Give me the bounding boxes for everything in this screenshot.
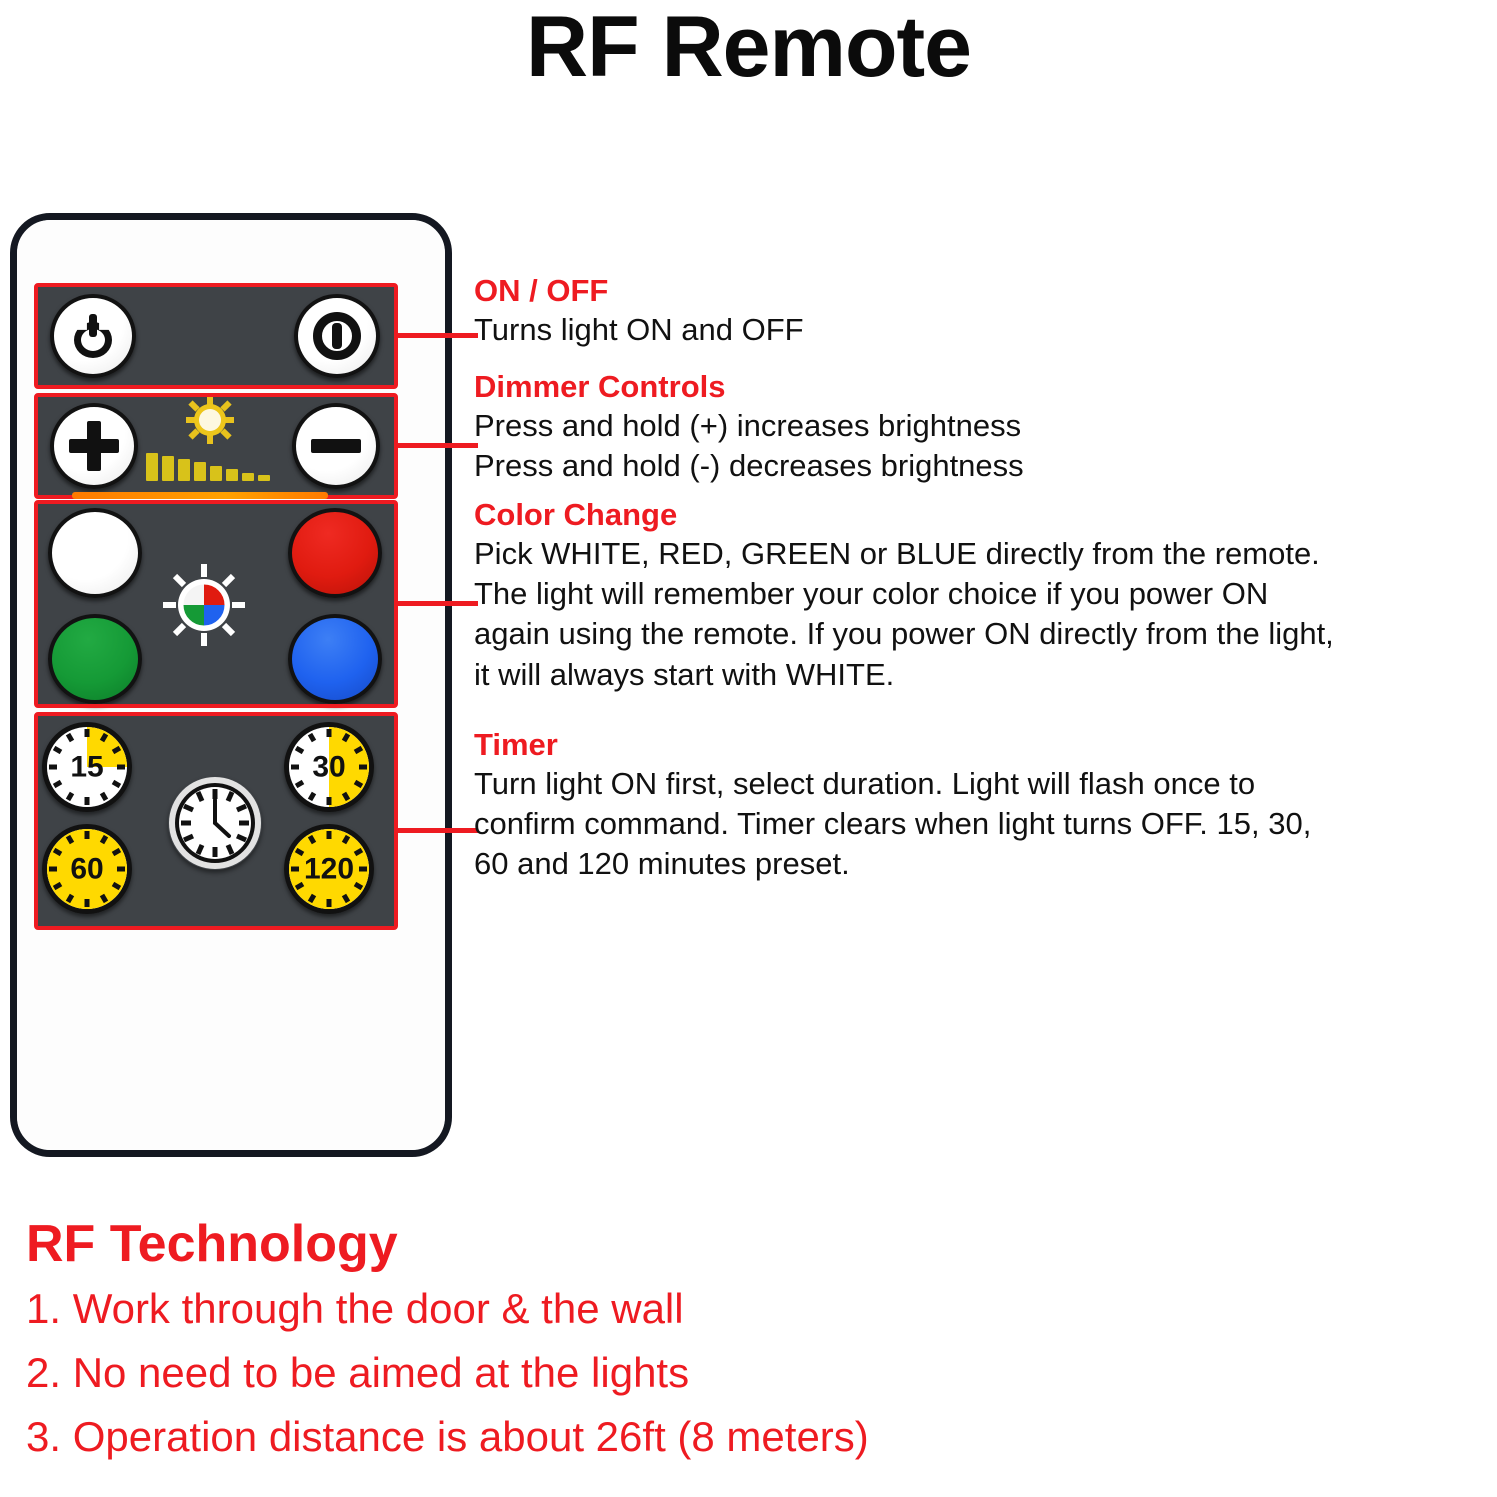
color-red-button[interactable] <box>288 508 382 598</box>
leader-line-timer <box>398 828 478 833</box>
leader-line-onoff <box>398 333 478 338</box>
brightness-bar <box>162 456 174 481</box>
annotation-heading: Timer <box>474 727 558 762</box>
rf-technology-list: 1. Work through the door & the wall 2. N… <box>26 1277 1226 1468</box>
svg-text:60: 60 <box>70 853 103 886</box>
dimmer-plus-button[interactable] <box>50 403 138 489</box>
annotation-onoff: ON / OFF Turns light ON and OFF <box>474 272 1194 350</box>
color-wheel-icon <box>163 564 245 646</box>
annotation-color: Color Change Pick WHITE, RED, GREEN or B… <box>474 496 1494 695</box>
annotation-heading: Color Change <box>474 497 678 532</box>
annotation-line: confirm command. Timer clears when light… <box>474 806 1312 842</box>
svg-text:15: 15 <box>70 751 103 784</box>
rf-technology-block: RF Technology 1. Work through the door &… <box>26 1212 1226 1468</box>
annotation-line: it will always start with WHITE. <box>474 656 895 692</box>
dimmer-minus-button[interactable] <box>292 403 380 489</box>
leader-line-color <box>398 601 478 606</box>
annotation-dimmer: Dimmer Controls Press and hold (+) incre… <box>474 368 1234 486</box>
timer-30-button[interactable]: 30 <box>284 722 374 812</box>
plus-icon <box>69 421 119 471</box>
svg-text:120: 120 <box>304 853 354 886</box>
power-off-icon <box>313 312 361 360</box>
power-on-button[interactable] <box>50 294 136 378</box>
color-white-button[interactable] <box>48 508 142 598</box>
rf-technology-heading: RF Technology <box>26 1215 398 1273</box>
power-off-button[interactable] <box>294 294 380 378</box>
annotation-heading: Dimmer Controls <box>474 369 726 404</box>
brightness-bar <box>178 459 190 481</box>
annotation-line: Pick WHITE, RED, GREEN or BLUE directly … <box>474 535 1320 571</box>
annotation-heading: ON / OFF <box>474 273 609 308</box>
annotation-line: Press and hold (+) increases brightness <box>474 407 1022 443</box>
page-title: RF Remote <box>526 0 972 95</box>
annotation-line: Turn light ON first, select duration. Li… <box>474 765 1256 801</box>
list-item: 3. Operation distance is about 26ft (8 m… <box>26 1412 869 1460</box>
brightness-bar <box>226 469 238 481</box>
annotation-line: Press and hold (-) decreases brightness <box>474 448 1024 484</box>
leader-line-dimmer <box>398 443 478 448</box>
brightness-bargraph <box>146 449 281 481</box>
brightness-bar <box>210 466 222 481</box>
annotation-line: The light will remember your color choic… <box>474 576 1269 612</box>
minus-icon <box>311 439 361 453</box>
brightness-bar <box>242 473 254 481</box>
annotation-line: again using the remote. If you power ON … <box>474 616 1334 652</box>
timer-15-button[interactable]: 15 <box>42 722 132 812</box>
annotation-line: Turns light ON and OFF <box>474 311 804 347</box>
list-item: 1. Work through the door & the wall <box>26 1285 684 1332</box>
color-green-button[interactable] <box>48 614 142 704</box>
color-blue-button[interactable] <box>288 614 382 704</box>
brightness-bar <box>146 453 158 481</box>
brightness-bar <box>258 475 270 481</box>
timer-120-button[interactable]: 120 <box>284 824 374 914</box>
annotation-line: 60 and 120 minutes preset. <box>474 846 850 882</box>
orange-divider <box>72 492 328 499</box>
annotation-timer: Timer Turn light ON first, select durati… <box>474 726 1464 885</box>
brightness-sun-icon <box>186 396 234 444</box>
power-on-icon <box>71 314 115 358</box>
svg-text:30: 30 <box>312 751 345 784</box>
clock-icon <box>168 776 262 870</box>
timer-60-button[interactable]: 60 <box>42 824 132 914</box>
brightness-bar <box>194 462 206 481</box>
list-item: 2. No need to be aimed at the lights <box>26 1348 690 1396</box>
